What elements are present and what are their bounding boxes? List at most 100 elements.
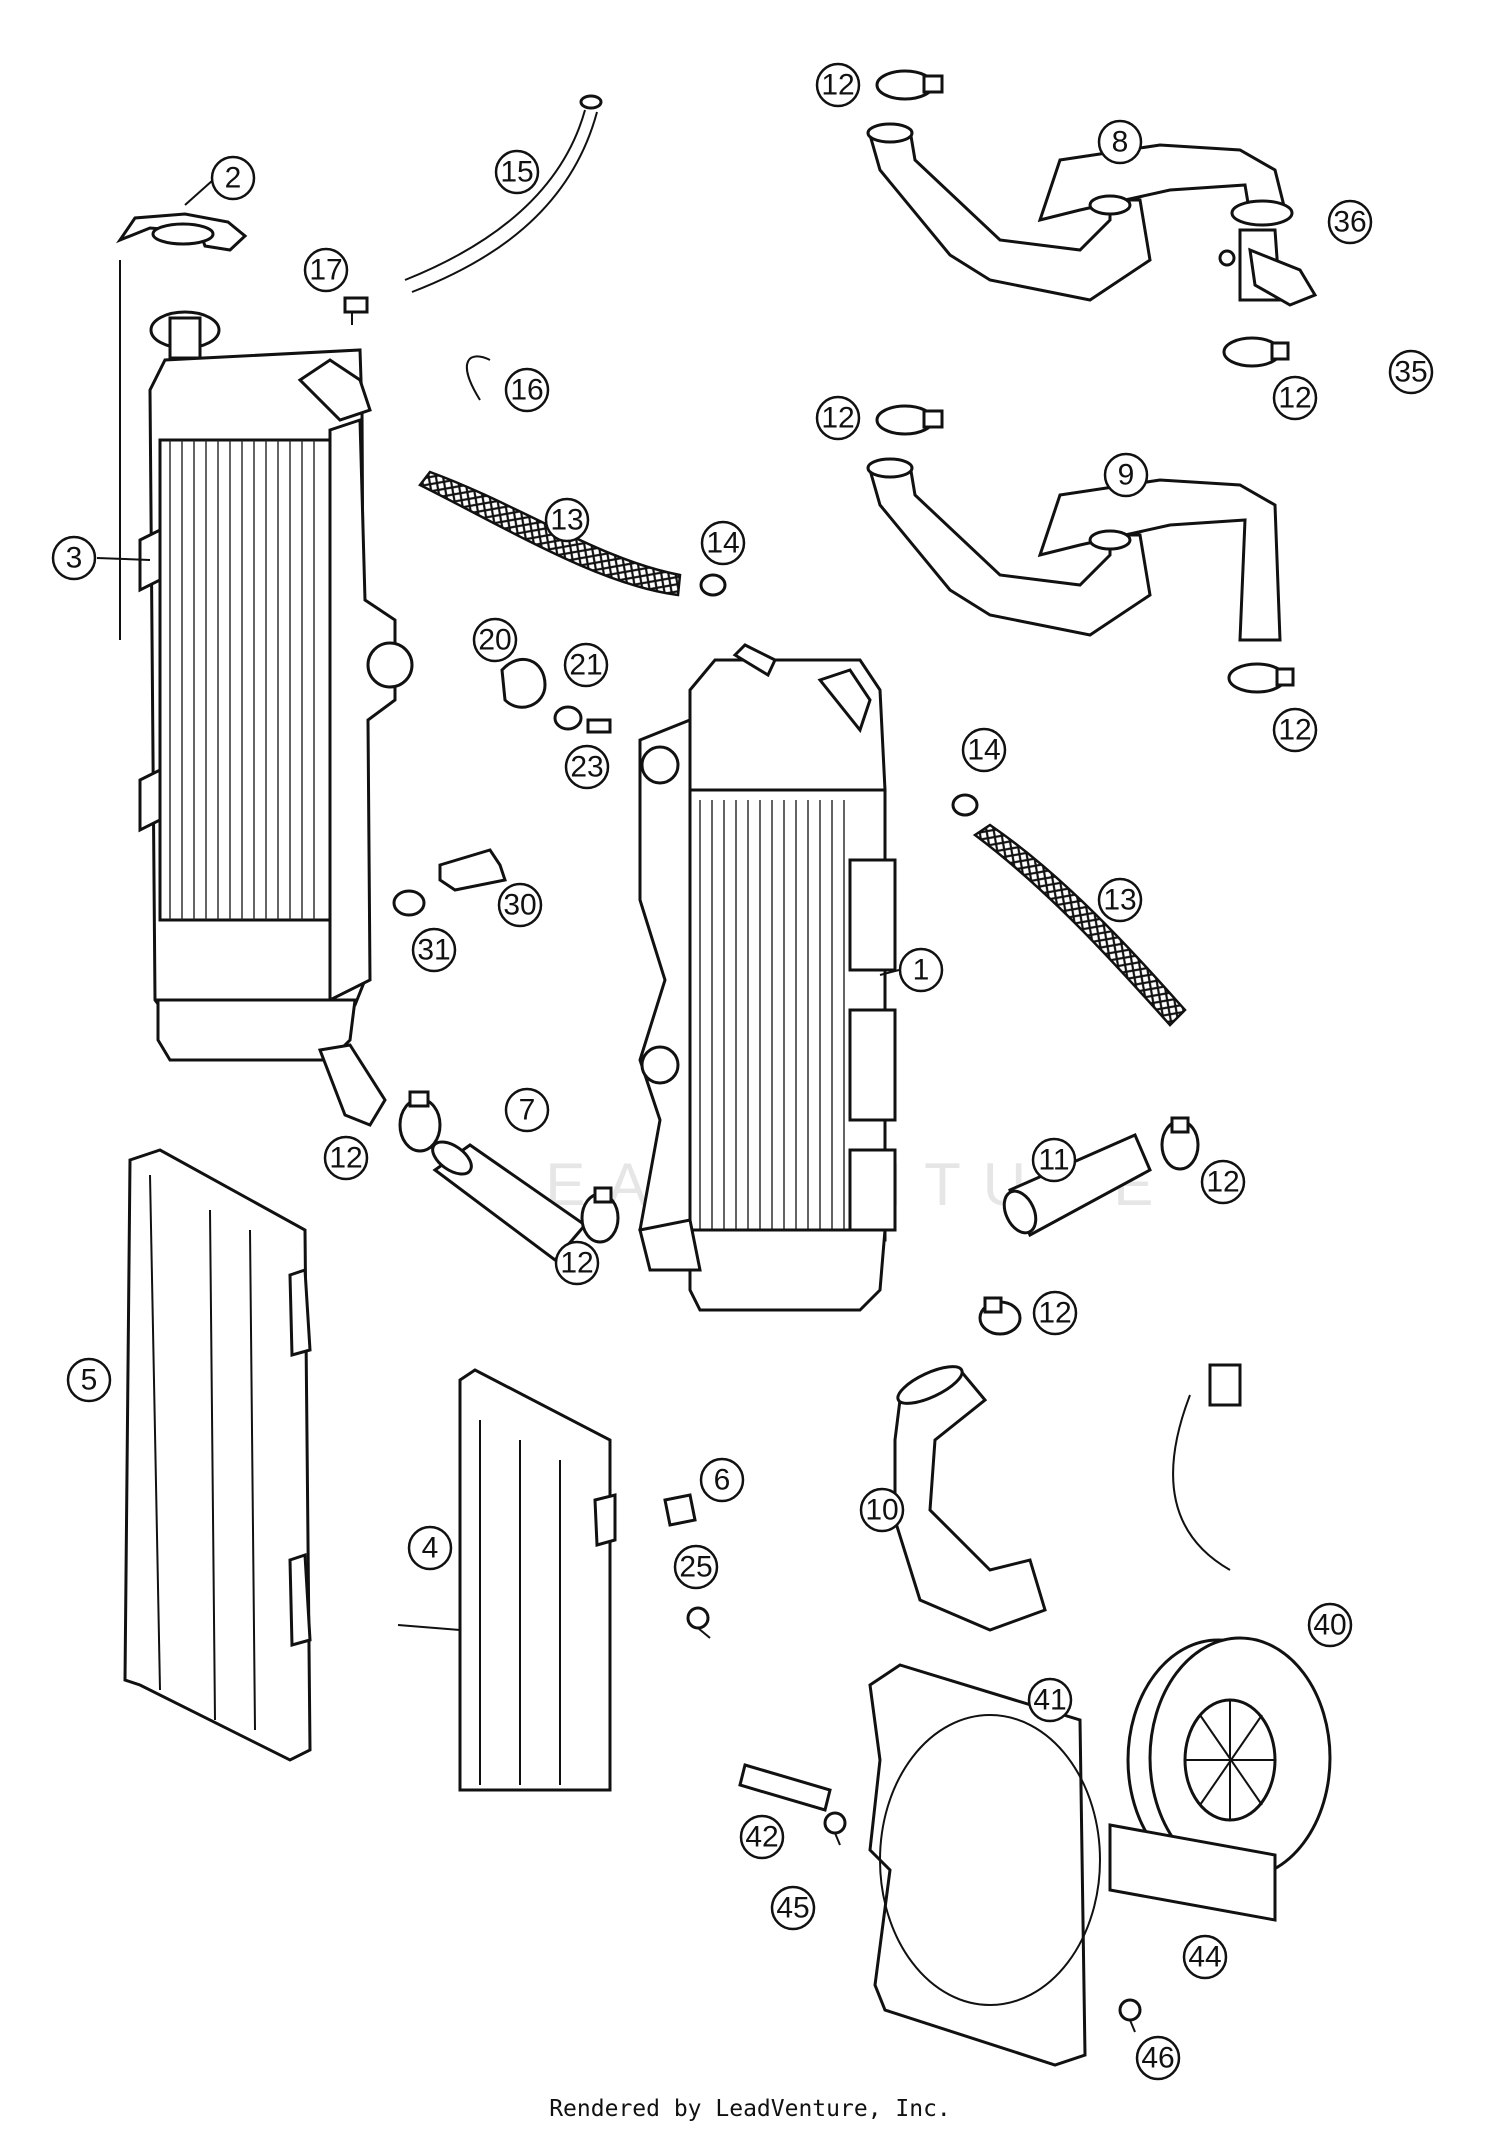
callout-12-e[interactable]: 12 — [323, 1135, 369, 1181]
callout-31[interactable]: 31 — [411, 927, 457, 973]
callout-6[interactable]: 6 — [699, 1457, 745, 1503]
left-radiator — [115, 212, 414, 1127]
svg-text:4: 4 — [422, 1532, 439, 1565]
callout-36[interactable]: 36 — [1327, 199, 1373, 245]
callout-10[interactable]: 10 — [859, 1487, 905, 1533]
svg-text:45: 45 — [776, 1892, 809, 1925]
spacer-42 — [738, 1763, 832, 1812]
callout-45[interactable]: 45 — [770, 1885, 816, 1931]
svg-text:3: 3 — [66, 542, 83, 575]
svg-text:15: 15 — [500, 156, 533, 189]
svg-text:44: 44 — [1188, 1941, 1221, 1974]
svg-text:41: 41 — [1033, 1684, 1066, 1717]
label-plate-44 — [1108, 1823, 1277, 1922]
hose-8 — [866, 122, 1287, 302]
svg-text:25: 25 — [679, 1551, 712, 1584]
callout-30[interactable]: 30 — [497, 882, 543, 928]
radiator-guard-large — [123, 1148, 312, 1762]
leader-lines — [96, 179, 900, 1631]
svg-text:20: 20 — [478, 624, 511, 657]
svg-text:31: 31 — [417, 934, 450, 967]
callout-12-d[interactable]: 12 — [1272, 707, 1318, 753]
radiator-guard-small — [458, 1368, 617, 1792]
svg-text:13: 13 — [1103, 884, 1136, 917]
callout-44[interactable]: 44 — [1182, 1934, 1228, 1980]
right-radiator — [638, 643, 897, 1312]
callout-3[interactable]: 3 — [51, 535, 97, 581]
callout-21[interactable]: 21 — [563, 642, 609, 688]
hose-15 — [404, 94, 603, 293]
small-fasteners — [343, 247, 1318, 2033]
svg-text:12: 12 — [1278, 714, 1311, 747]
svg-text:36: 36 — [1333, 206, 1366, 239]
callout-11[interactable]: 11 — [1031, 1137, 1077, 1183]
svg-text:12: 12 — [1206, 1166, 1239, 1199]
svg-text:12: 12 — [821, 402, 854, 435]
svg-text:16: 16 — [510, 374, 543, 407]
svg-text:1: 1 — [913, 954, 930, 987]
svg-text:13: 13 — [550, 504, 583, 537]
callout-25[interactable]: 25 — [673, 1544, 719, 1590]
hose-10 — [893, 1365, 1047, 1632]
mesh-hose-13-lower — [972, 823, 1187, 1027]
callout-5[interactable]: 5 — [66, 1357, 112, 1403]
svg-text:17: 17 — [309, 254, 342, 287]
callout-14-b[interactable]: 14 — [961, 727, 1007, 773]
callout-12-f[interactable]: 12 — [554, 1240, 600, 1286]
svg-text:12: 12 — [821, 69, 854, 102]
callout-14-a[interactable]: 14 — [700, 520, 746, 566]
svg-text:12: 12 — [1278, 382, 1311, 415]
svg-text:21: 21 — [569, 649, 602, 682]
callout-12-g[interactable]: 12 — [1200, 1159, 1246, 1205]
callout-12-h[interactable]: 12 — [1032, 1290, 1078, 1336]
callout-15[interactable]: 15 — [494, 149, 540, 195]
hose-9 — [866, 457, 1282, 642]
svg-text:10: 10 — [865, 1494, 898, 1527]
callout-46[interactable]: 46 — [1135, 2035, 1181, 2081]
clip-16 — [465, 355, 491, 401]
callout-40[interactable]: 40 — [1307, 1602, 1353, 1648]
callout-16[interactable]: 16 — [504, 367, 550, 413]
callout-7[interactable]: 7 — [504, 1087, 550, 1133]
callout-12-c[interactable]: 12 — [1272, 375, 1318, 421]
callout-23[interactable]: 23 — [564, 744, 610, 790]
callout-20[interactable]: 20 — [472, 617, 518, 663]
footer-credit: Rendered by LeadVenture, Inc. — [549, 2096, 951, 2122]
callout-35[interactable]: 35 — [1388, 349, 1434, 395]
svg-text:6: 6 — [714, 1464, 731, 1497]
svg-text:9: 9 — [1118, 459, 1135, 492]
svg-text:7: 7 — [519, 1094, 536, 1127]
svg-text:11: 11 — [1038, 1144, 1069, 1177]
callout-2[interactable]: 2 — [210, 155, 256, 201]
callout-42[interactable]: 42 — [739, 1814, 785, 1860]
svg-text:5: 5 — [81, 1364, 98, 1397]
svg-text:35: 35 — [1394, 356, 1427, 389]
callout-8[interactable]: 8 — [1097, 119, 1143, 165]
svg-text:8: 8 — [1112, 126, 1129, 159]
callout-9[interactable]: 9 — [1103, 452, 1149, 498]
svg-text:12: 12 — [1038, 1297, 1071, 1330]
svg-text:40: 40 — [1313, 1609, 1346, 1642]
callout-12-a[interactable]: 12 — [815, 62, 861, 108]
callout-17[interactable]: 17 — [303, 247, 349, 293]
callout-41[interactable]: 41 — [1027, 1677, 1073, 1723]
svg-text:12: 12 — [560, 1247, 593, 1280]
svg-text:23: 23 — [570, 751, 603, 784]
svg-text:14: 14 — [706, 527, 739, 560]
callout-4[interactable]: 4 — [407, 1525, 453, 1571]
callout-13-b[interactable]: 13 — [1097, 877, 1143, 923]
hose-clamps — [398, 69, 1295, 1336]
callout-13-a[interactable]: 13 — [544, 497, 590, 543]
cooling-fan — [1126, 1363, 1332, 1882]
svg-text:12: 12 — [329, 1142, 362, 1175]
svg-text:14: 14 — [967, 734, 1000, 767]
svg-text:30: 30 — [503, 889, 536, 922]
hose-11 — [1002, 1133, 1152, 1238]
fan-shroud — [868, 1663, 1101, 2067]
callout-1[interactable]: 1 — [898, 947, 944, 993]
svg-text:2: 2 — [225, 162, 242, 195]
callout-12-b[interactable]: 12 — [815, 395, 861, 441]
callouts: 1 2 3 4 5 6 7 8 9 10 11 12 12 12 12 12 1… — [51, 62, 1434, 2081]
svg-text:42: 42 — [745, 1821, 778, 1854]
